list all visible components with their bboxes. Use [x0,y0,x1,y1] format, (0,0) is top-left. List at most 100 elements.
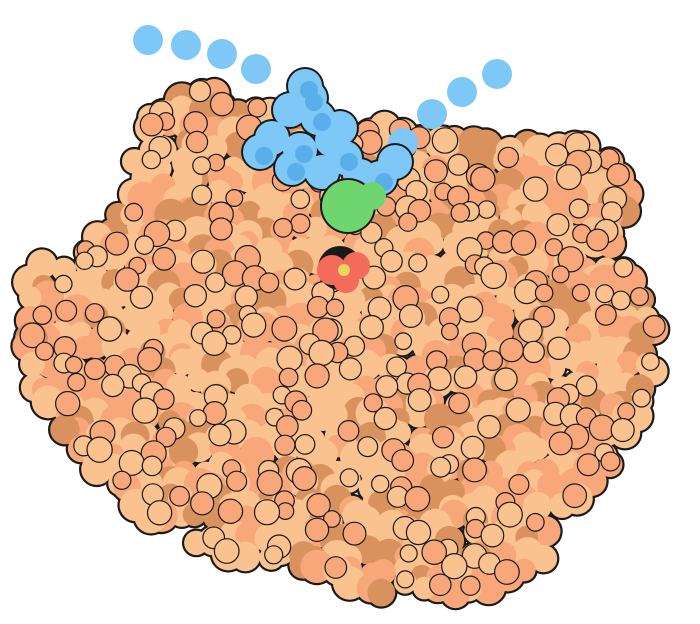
protein-atom-highlight [306,493,331,518]
protein-atom-highlight [586,228,610,252]
active-site-ligand [317,178,386,293]
protein-atom-highlight [291,466,317,492]
protein-atom-highlight [522,176,549,202]
protein-atom-highlight [75,251,94,270]
protein-atom-highlight [83,357,107,381]
protein-atom-highlight [456,296,484,323]
sugar-cluster-shade [313,113,331,131]
protein-atom-highlight [308,339,335,367]
protein-atom-highlight [555,164,582,191]
sugar-cluster-atom [323,111,357,145]
protein-atom-highlight [337,420,360,442]
protein-atom [537,471,566,501]
protein-atom-highlight [493,367,518,392]
protein-atom-highlight [304,363,330,389]
protein-atom-highlight [595,284,615,304]
protein-atom-highlight [448,392,471,415]
protein-atom [51,257,76,282]
protein-atom-highlight [551,265,570,284]
protein-atom-highlight [306,295,330,319]
protein-atom [169,348,197,376]
protein-atom-highlight [152,246,177,271]
protein-atom-highlight [375,375,399,399]
protein-atom-highlight [139,112,164,137]
protein-atom-highlight [546,213,570,237]
protein-atom-highlight [84,303,105,323]
protein-atom-highlight [209,91,235,117]
protein-atom-highlight [431,285,450,304]
protein-atom-highlight [641,352,660,371]
protein-atom-highlight [217,498,244,524]
sugar-chain-bead [133,25,163,55]
protein-atom-highlight [357,436,379,458]
protein-atom-highlight [278,367,299,388]
protein-atom-highlight [290,213,311,234]
protein-atom-highlight [67,372,86,392]
protein-atom-highlight [534,283,554,303]
protein-atom-highlight [391,449,415,472]
protein-atom-highlight [169,485,191,507]
protein-atom-highlight [568,198,589,219]
protein-atom [103,250,126,273]
protein-atom-highlight [545,142,569,167]
protein-atom-highlight [241,312,267,338]
protein-atom-highlight [206,309,226,329]
protein-atom-highlight [462,457,488,483]
protein-atom-highlight [441,553,468,580]
protein-atom-highlight [190,249,215,274]
protein-atom-highlight [304,517,330,543]
protein-atom-highlight [274,434,296,456]
protein-atom-highlight [291,399,313,421]
sugar-chain-bead [482,59,512,89]
protein-atom-highlight [188,79,212,103]
protein-atom-highlight [450,203,471,223]
protein-atom-highlight [522,340,545,364]
protein-atom-highlight [508,474,530,496]
protein-atom-highlight [480,262,507,290]
protein-atom-highlight [324,556,348,579]
protein-atom-highlight [19,322,46,349]
protein-atom-highlight [525,512,545,532]
protein-atom-highlight [547,336,571,360]
protein-atom-highlight [510,230,537,256]
protein-atom-highlight [276,345,303,372]
protein-atom-highlight [408,253,428,273]
protein-atom-highlight [134,235,155,255]
protein-atom-highlight [404,486,431,512]
protein-atom-highlight [517,318,543,344]
protein-atom-highlight [428,573,452,597]
protein-atom-highlight [482,350,504,372]
protein-atom-highlight [423,159,448,184]
protein-atom-highlight [494,559,520,585]
protein-atom-highlight [225,189,244,208]
protein-atom [19,286,42,309]
protein-atom-highlight [548,431,573,456]
protein-atom-highlight [294,434,316,455]
protein-atom-highlight [642,314,666,338]
sugar-chain-bead [241,54,271,84]
protein-atom-highlight [363,393,383,413]
protein-atom-highlight [183,284,207,308]
protein-atom-highlight [273,217,293,238]
protein-atom-highlight [271,315,298,342]
protein-atom-highlight [54,390,81,417]
sugar-cluster-atom [305,155,339,189]
protein-atom-highlight [32,305,53,325]
protein-atom-highlight [460,575,481,596]
protein-atom-highlight [600,451,621,472]
protein-atom [367,578,396,607]
ligand-yellow-atom [338,264,350,276]
sugar-cluster-shade [295,145,313,163]
protein-atom-highlight [112,470,132,490]
protein-atom-highlight [64,355,83,374]
protein-atom-highlight [124,202,144,222]
protein-atom-highlight [421,539,447,565]
protein-atom-highlight [426,366,452,391]
protein-atom-highlight [460,435,485,460]
sugar-chain-bead [447,77,477,107]
protein-atom-highlight [191,184,213,206]
protein-atom-highlight [129,285,154,309]
protein-atom-highlight [256,469,283,496]
